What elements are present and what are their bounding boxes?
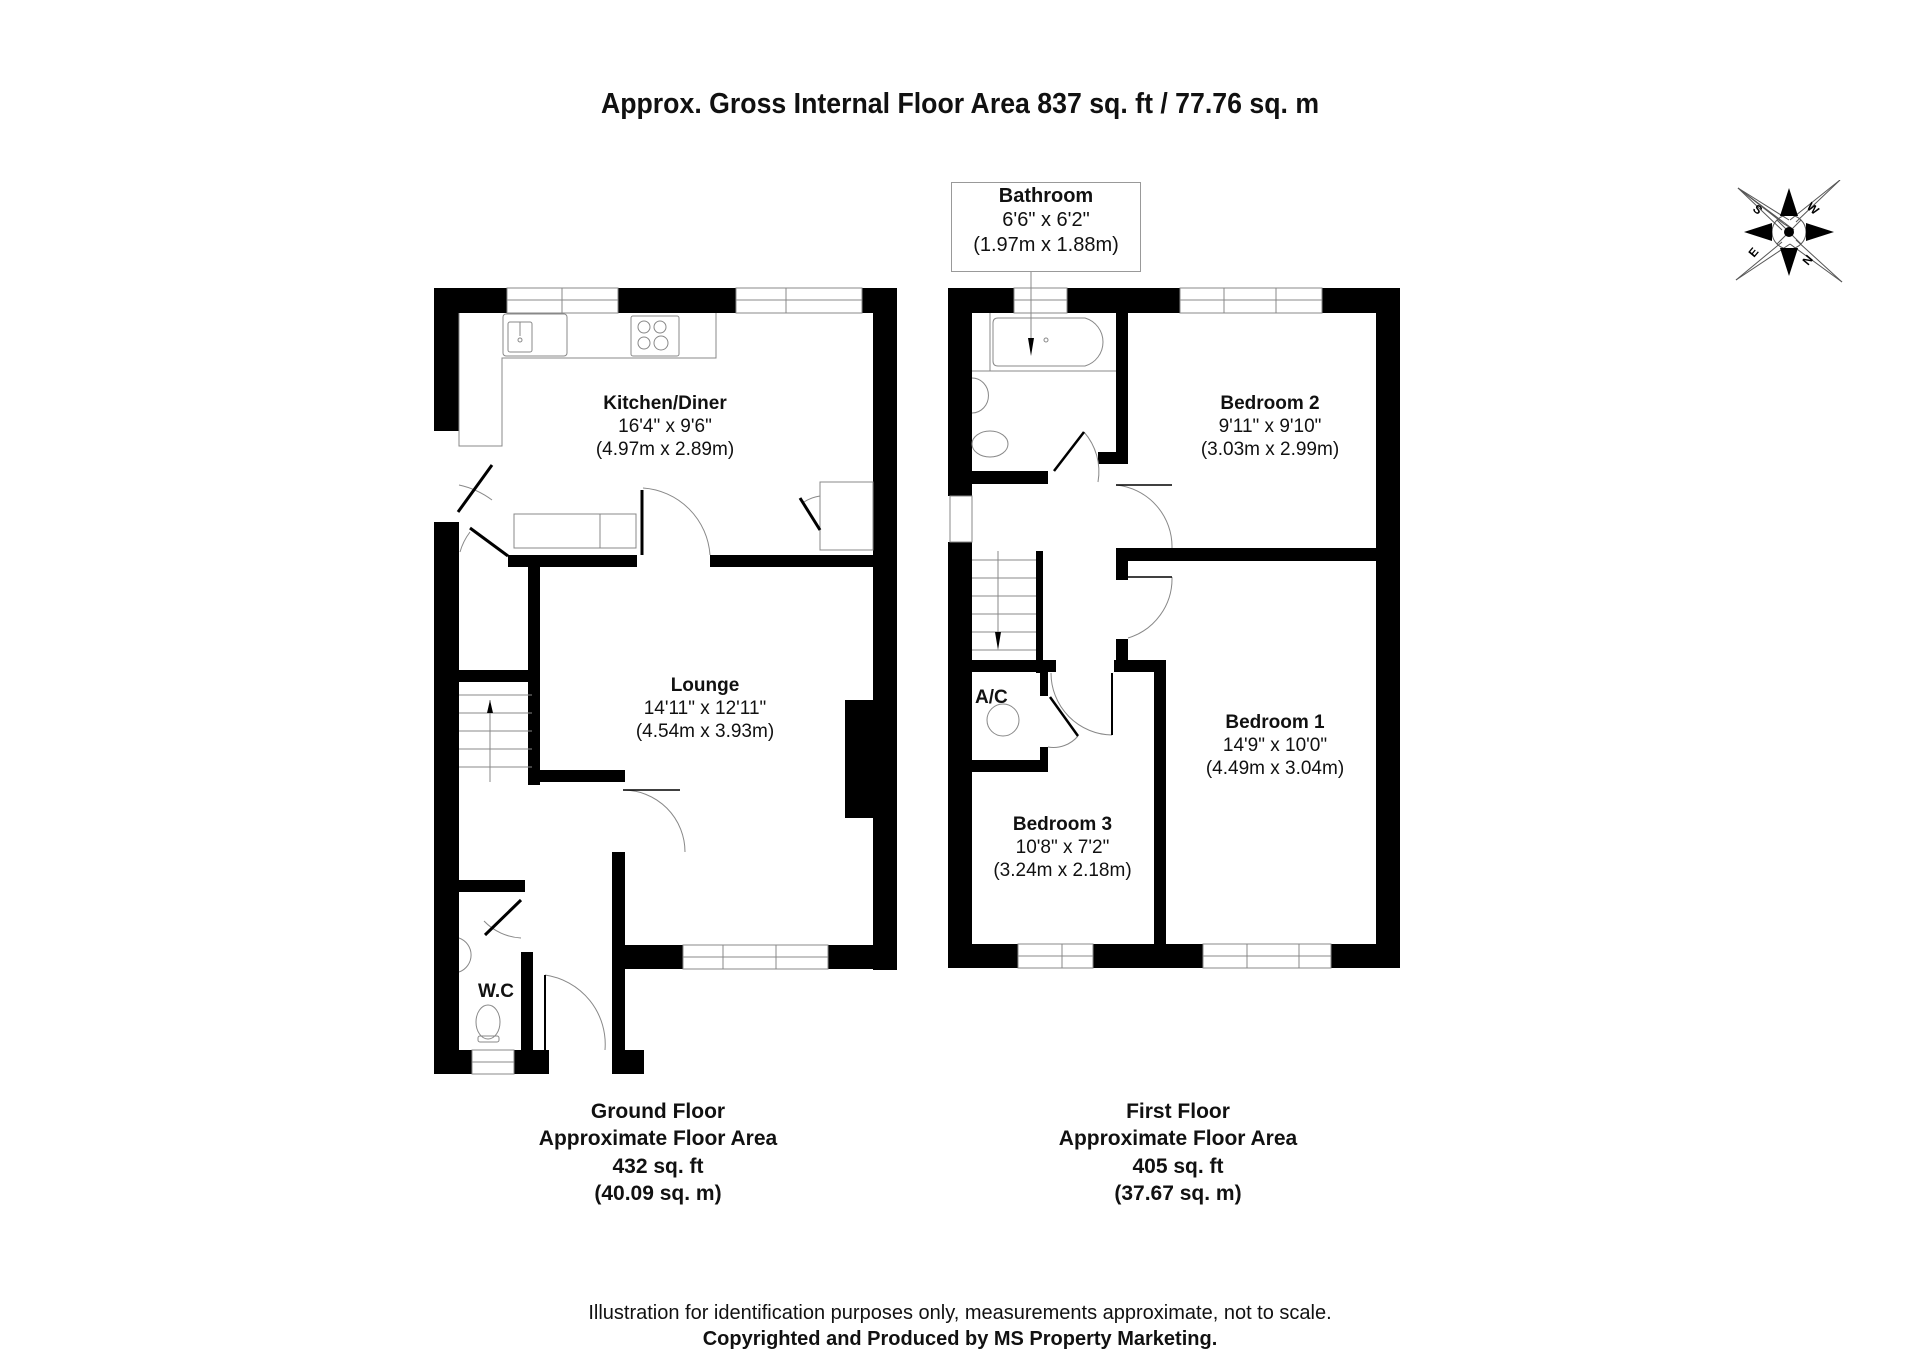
room-name: A/C xyxy=(975,687,1008,708)
disclaimer-text: Illustration for identification purposes… xyxy=(588,1302,1332,1324)
room-dimensions-imperial: 16'4" x 9'6" xyxy=(618,416,712,438)
bathroom-label-box xyxy=(951,182,1141,272)
ground-door-leaves xyxy=(456,464,822,1050)
room-label-kitchen-diner: Kitchen/Diner 16'4" x 9'6" (4.97m x 2.89… xyxy=(560,392,770,462)
room-label-airing-cupboard: A/C xyxy=(975,686,1025,709)
room-label-lounge: Lounge 14'11" x 12'11" (4.54m x 3.93m) xyxy=(600,674,810,744)
first-floor-caption: First Floor Approximate Floor Area 405 s… xyxy=(1028,1098,1328,1207)
room-name: W.C xyxy=(478,981,514,1002)
floor-name: Ground Floor xyxy=(590,1100,726,1123)
room-name: Bedroom 3 xyxy=(1012,814,1113,835)
ground-floor-plan xyxy=(434,288,897,1074)
room-name: Bedroom 2 xyxy=(1220,393,1320,414)
room-label-bathroom: Bathroom 6'6" x 6'2" (1.97m x 1.88m) xyxy=(951,184,1141,257)
room-dimensions-metric: (4.97m x 2.89m) xyxy=(595,439,735,461)
floor-area-label: Approximate Floor Area xyxy=(1058,1127,1298,1151)
copyright-text: Copyrighted and Produced by MS Property … xyxy=(702,1328,1218,1350)
room-dimensions-metric: (3.24m x 2.18m) xyxy=(993,860,1132,882)
floor-area-sqm: (40.09 sq. m) xyxy=(594,1181,722,1205)
room-label-wc: W.C xyxy=(466,980,526,1003)
room-dimensions-imperial: 6'6" x 6'2" xyxy=(1002,209,1090,232)
room-dimensions-imperial: 14'11" x 12'11" xyxy=(643,698,767,720)
gross-floor-area-title: Approx. Gross Internal Floor Area 837 sq… xyxy=(600,88,1320,120)
floor-area-sqm: (37.67 sq. m) xyxy=(1114,1181,1242,1205)
floor-area-label: Approximate Floor Area xyxy=(538,1127,778,1151)
compass-rose-icon: S W E N xyxy=(1735,180,1843,283)
room-dimensions-metric: (3.03m x 2.99m) xyxy=(1200,439,1340,461)
room-dimensions-imperial: 14'9" x 10'0" xyxy=(1222,735,1328,757)
room-name: Kitchen/Diner xyxy=(603,393,727,414)
floor-area-sqft: 405 sq. ft xyxy=(1132,1154,1224,1178)
room-name: Lounge xyxy=(670,675,740,696)
room-name: Bedroom 1 xyxy=(1225,712,1325,733)
first-floor-plan xyxy=(948,288,1400,968)
room-label-bedroom-3: Bedroom 3 10'8" x 7'2" (3.24m x 2.18m) xyxy=(960,813,1165,883)
room-label-bedroom-2: Bedroom 2 9'11" x 9'10" (3.03m x 2.99m) xyxy=(1165,392,1375,462)
ground-floor-lines xyxy=(458,287,874,1075)
floor-name: First Floor xyxy=(1126,1100,1230,1123)
first-door-leaves xyxy=(1048,431,1172,737)
room-name: Bathroom xyxy=(998,185,1094,207)
room-dimensions-metric: (1.97m x 1.88m) xyxy=(973,233,1119,256)
ground-floor-caption: Ground Floor Approximate Floor Area 432 … xyxy=(508,1098,808,1207)
room-label-bedroom-1: Bedroom 1 14'9" x 10'0" (4.49m x 3.04m) xyxy=(1170,711,1380,781)
first-floor-lines xyxy=(949,270,1332,969)
room-dimensions-metric: (4.49m x 3.04m) xyxy=(1205,758,1345,780)
room-dimensions-metric: (4.54m x 3.93m) xyxy=(635,721,775,743)
room-dimensions-imperial: 9'11" x 9'10" xyxy=(1218,416,1322,438)
room-dimensions-imperial: 10'8" x 7'2" xyxy=(1015,837,1110,859)
floor-area-sqft: 432 sq. ft xyxy=(612,1154,704,1178)
